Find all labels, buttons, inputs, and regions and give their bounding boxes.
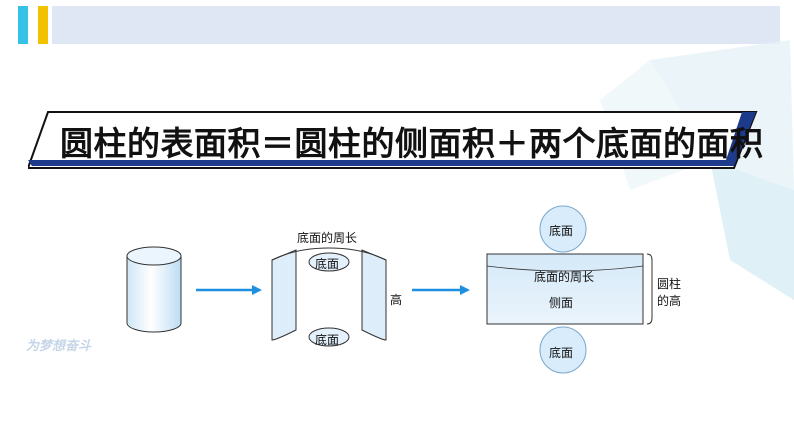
cylinder-diagram — [126, 205, 653, 374]
arrow-1 — [196, 285, 262, 295]
accent-bar-yellow — [38, 6, 48, 44]
cylinder-net — [486, 205, 653, 374]
label-base-top: 底面 — [315, 257, 340, 271]
arrow-2 — [412, 285, 470, 295]
accent-bar-cyan — [18, 6, 28, 44]
net-label-height-line2: 的高 — [657, 294, 682, 308]
unrolling-cylinder — [271, 247, 387, 347]
page-title: 圆柱的表面积＝圆柱的侧面积＋两个底面的面积 — [60, 124, 764, 163]
header-band — [52, 6, 780, 44]
net-label-base-top: 底面 — [549, 224, 574, 238]
net-label-height-line1: 圆柱 — [657, 277, 682, 291]
cylinder — [126, 246, 182, 333]
top-banner — [0, 0, 794, 52]
label-base-bottom: 底面 — [315, 333, 340, 347]
net-label-side: 侧面 — [549, 296, 574, 310]
title-frame — [28, 111, 758, 169]
watermark-logo: 为梦想奋斗 — [26, 339, 92, 354]
label-base-perimeter-top: 底面的周长 — [297, 231, 358, 245]
net-label-base-bottom: 底面 — [549, 346, 574, 360]
label-height: 高 — [390, 293, 403, 307]
net-label-base-perimeter: 底面的周长 — [534, 270, 595, 284]
